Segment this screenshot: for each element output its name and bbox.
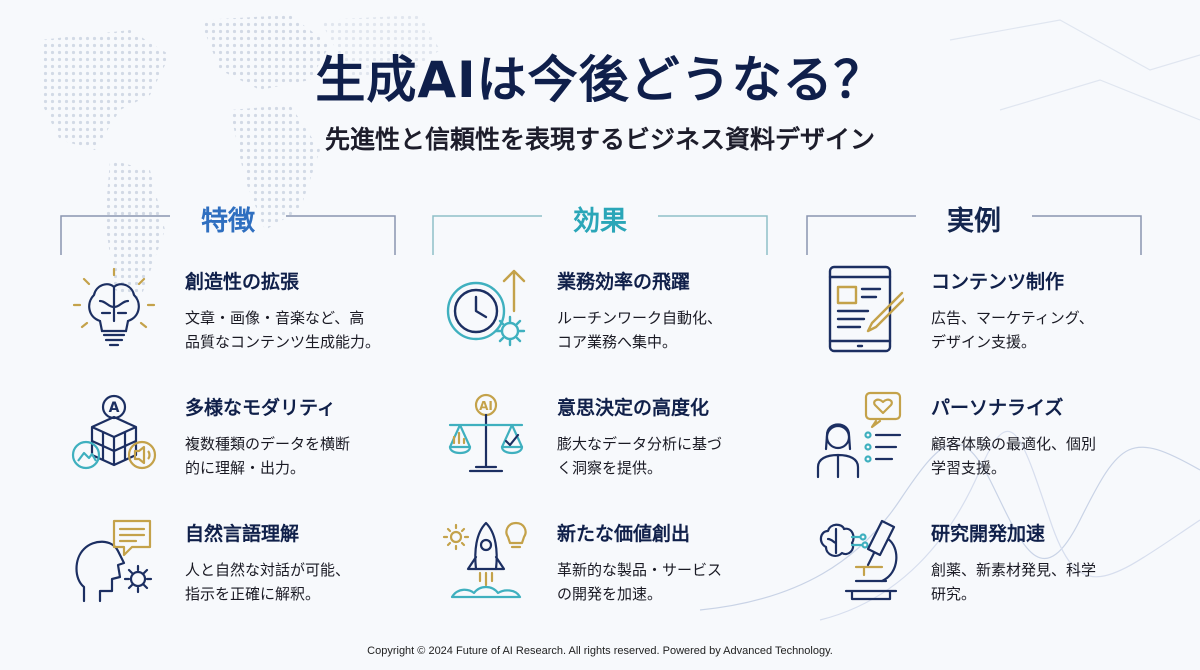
list-item-rnd: 研究開発加速 創薬、新素材発見、科学 研究。	[806, 517, 1166, 627]
list-item-nlu: 自然言語理解 人と自然な対話が可能、 指示を正確に解釈。	[60, 517, 420, 627]
item-title: 研究開発加速	[931, 523, 1046, 545]
list-item-content-creation: コンテンツ制作 広告、マーケティング、 デザイン支援。	[806, 265, 1166, 375]
tablet-brush-icon	[828, 265, 904, 353]
item-description-line2: 研究。	[931, 585, 977, 603]
item-title: 多様なモダリティ	[185, 397, 336, 419]
column-title-features: 特徴	[201, 206, 255, 237]
clock-gear-arrow-icon	[446, 269, 526, 347]
list-item-creativity: 創造性の拡張 文章・画像・音楽など、高 品質なコンテンツ生成能力。	[60, 265, 420, 375]
header-bracket	[806, 215, 1142, 255]
item-description-line1: 膨大なデータ分析に基づ	[557, 435, 723, 453]
list-item-value: 新たな価値創出 革新的な製品・サービス の開発を加速。	[432, 517, 792, 627]
multimodal-cube-icon: A	[71, 394, 157, 470]
item-description-line2: の開発を加速。	[557, 585, 663, 603]
head-chat-gear-icon	[75, 519, 153, 603]
item-title: コンテンツ制作	[931, 271, 1065, 293]
svg-text:A: A	[109, 400, 120, 416]
person-heart-icon	[816, 391, 902, 479]
column-header: 効果	[432, 195, 792, 255]
list-item-modality: A 多様なモダリティ 複数種類のデータを横断 的に理解・出力。	[60, 391, 420, 501]
world-map-dots	[40, 15, 440, 300]
brain-lightbulb-icon	[72, 267, 156, 347]
list-item-personalize: パーソナライズ 顧客体験の最適化、個別 学習支援。	[806, 391, 1166, 501]
column-features: 特徴 創造性の拡張 文章・画像・音楽など、高 品質なコンテンツ生成能力。 A 多…	[60, 195, 420, 615]
ai-scale-icon: AI	[448, 393, 524, 473]
column-header: 特徴	[60, 195, 420, 255]
item-description-line2: 品質なコンテンツ生成能力。	[185, 333, 381, 351]
right-line-decoration	[699, 19, 1200, 621]
item-title: 創造性の拡張	[185, 271, 300, 293]
item-title: 意思決定の高度化	[557, 397, 710, 419]
page-subtitle: 先進性と信頼性を表現するビジネス資料デザイン	[324, 125, 875, 154]
brain-microscope-icon	[819, 519, 898, 601]
page-title: 生成AIは今後どうなる？	[315, 51, 885, 109]
list-item-decision: AI 意思決定の高度化 膨大なデータ分析に基づ く洞察を提供。	[432, 391, 792, 501]
column-header: 実例	[806, 195, 1166, 255]
column-title-examples: 実例	[947, 206, 1001, 237]
column-title-effects: 効果	[573, 206, 627, 237]
item-title: 新たな価値創出	[557, 523, 691, 545]
item-description-line1: 広告、マーケティング、	[931, 309, 1094, 327]
svg-text:AI: AI	[479, 399, 493, 413]
item-description-line1: ルーチンワーク自動化、	[557, 309, 723, 327]
item-description-line1: 人と自然な対話が可能、	[185, 561, 351, 579]
item-description-line1: 革新的な製品・サービス	[557, 561, 723, 579]
header-bracket	[432, 215, 768, 255]
item-description-line1: 創薬、新素材発見、科学	[931, 561, 1097, 579]
item-description-line2: 的に理解・出力。	[185, 459, 306, 477]
item-title: 自然言語理解	[185, 523, 300, 545]
item-description-line2: コア業務へ集中。	[557, 333, 678, 351]
item-description-line1: 顧客体験の最適化、個別	[931, 435, 1097, 453]
rocket-idea-icon	[442, 521, 527, 599]
column-effects: 効果 業務効率の飛躍 ルーチンワーク自動化、 コア業務へ集中。 AI 意思決定の…	[432, 195, 792, 615]
item-description-line1: 文章・画像・音楽など、高	[185, 309, 365, 327]
item-description-line2: 指示を正確に解釈。	[185, 585, 321, 603]
header-bracket	[60, 215, 396, 255]
item-description-line2: デザイン支援。	[931, 333, 1037, 351]
list-item-efficiency: 業務効率の飛躍 ルーチンワーク自動化、 コア業務へ集中。	[432, 265, 792, 375]
item-title: パーソナライズ	[931, 397, 1064, 419]
item-title: 業務効率の飛躍	[557, 271, 691, 293]
item-description-line2: 学習支援。	[931, 459, 1007, 477]
column-examples: 実例 コンテンツ制作 広告、マーケティング、 デザイン支援。 パーソナライズ 顧…	[806, 195, 1166, 615]
item-description-line2: く洞察を提供。	[557, 459, 663, 477]
footer-copyright: Copyright © 2024 Future of AI Research. …	[367, 645, 833, 657]
item-description-line1: 複数種類のデータを横断	[185, 435, 351, 453]
